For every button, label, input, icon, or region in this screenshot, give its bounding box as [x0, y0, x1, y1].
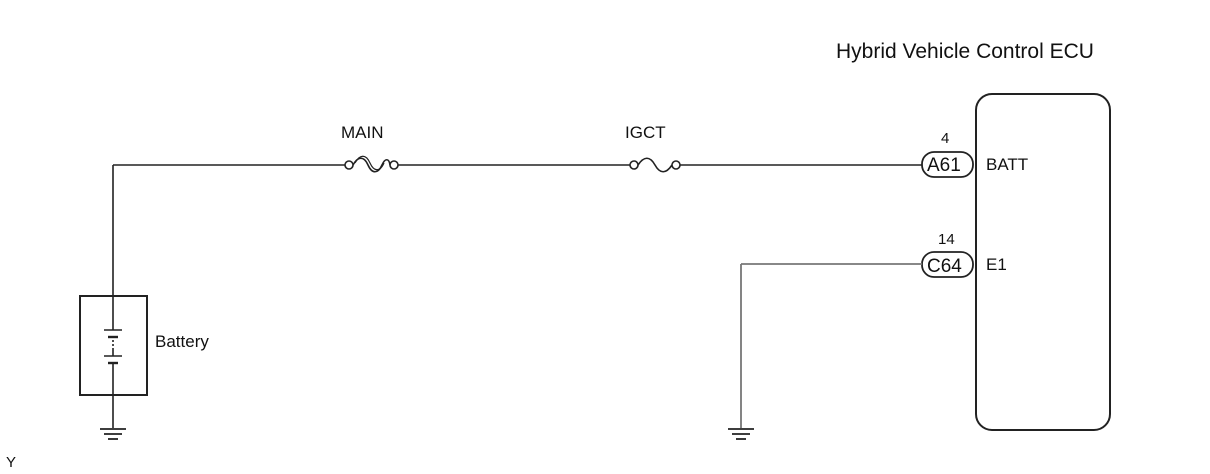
batt-terminal-label: BATT	[986, 155, 1028, 174]
e1-connector-label: C64	[927, 256, 962, 277]
main-fuse-label: MAIN	[341, 123, 384, 142]
batt-pin-number: 4	[941, 130, 949, 147]
main-fuse	[344, 155, 399, 173]
batt-connector-shape	[921, 151, 974, 178]
igct-fuse	[629, 157, 681, 173]
battery-cells-icon	[104, 296, 122, 395]
e1-ground-symbol	[728, 428, 754, 440]
supply-wire	[112, 164, 922, 296]
batt-connector-label: A61	[927, 155, 961, 176]
ecu-title: Hybrid Vehicle Control ECU	[836, 40, 1094, 63]
e1-terminal-label: E1	[986, 255, 1007, 274]
corner-mark: Y	[6, 454, 16, 471]
e1-pin-number: 14	[938, 231, 955, 248]
ecu-box	[975, 93, 1111, 431]
igct-fuse-label: IGCT	[625, 123, 666, 142]
e1-ground-wire	[740, 263, 922, 428]
battery-label: Battery	[155, 332, 209, 351]
battery-ground-symbol	[100, 395, 126, 440]
